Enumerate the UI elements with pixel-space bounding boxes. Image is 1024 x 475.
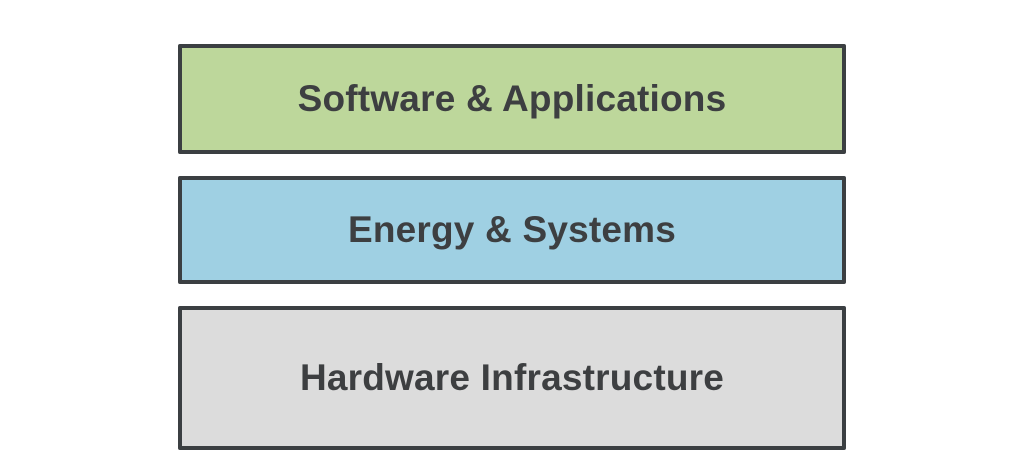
layer-stack-diagram: Software & Applications Energy & Systems…: [178, 44, 846, 450]
energy-systems-label: Energy & Systems: [347, 209, 677, 251]
hardware-infrastructure-layer: Hardware Infrastructure: [178, 306, 846, 450]
software-applications-label: Software & Applications: [297, 78, 727, 120]
software-applications-layer: Software & Applications: [178, 44, 846, 154]
hardware-infrastructure-label: Hardware Infrastructure: [299, 357, 725, 399]
energy-systems-layer: Energy & Systems: [178, 176, 846, 284]
